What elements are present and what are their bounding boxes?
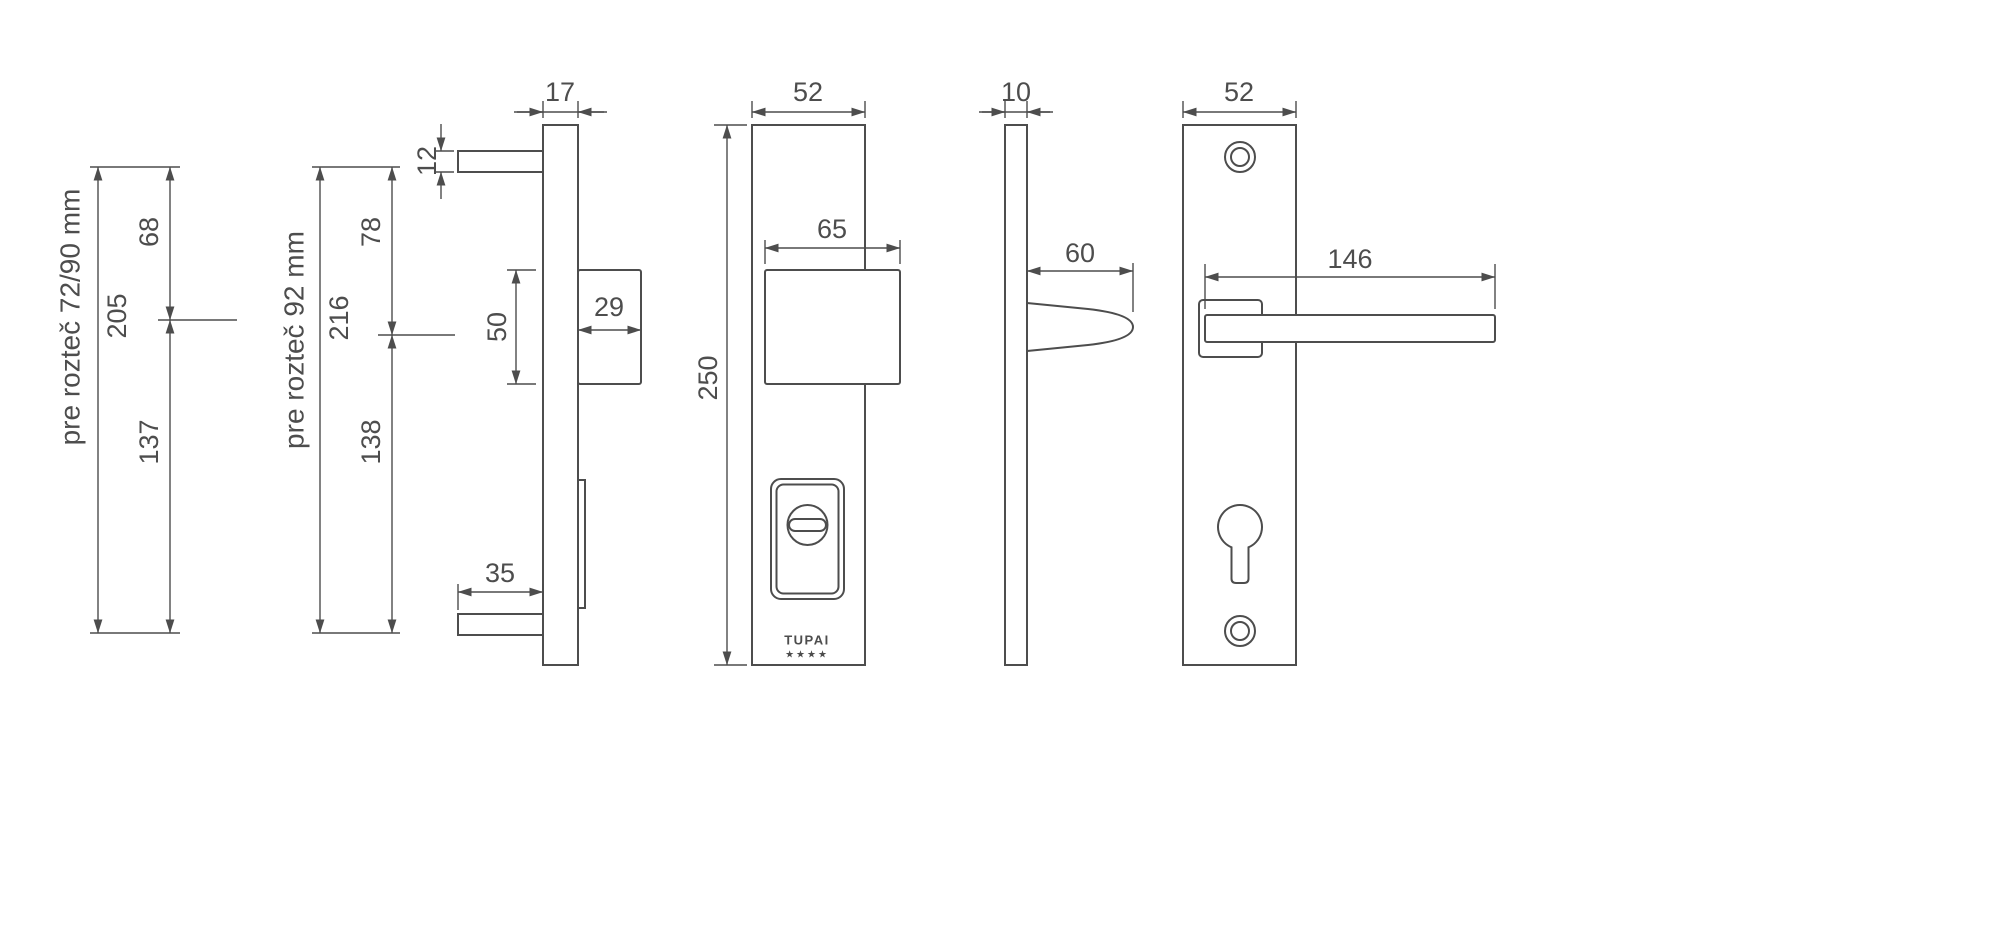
euro-cylinder-keyhole — [1217, 504, 1263, 584]
bottom-screw-hole-outer — [1224, 615, 1256, 647]
spacing-label: pre rozteč 72/90 mm — [55, 189, 86, 446]
defender-circle — [786, 504, 829, 546]
top-screw-hole-inner — [1230, 147, 1250, 167]
bottom-screw-hole-inner — [1230, 621, 1250, 641]
front-view-outside: TUPAI ★★★★ 52 250 65 — [693, 77, 901, 666]
knob-front-outline — [764, 269, 901, 385]
dim-label-plate-width: 52 — [1224, 77, 1254, 107]
dim-label-upper: 68 — [134, 217, 164, 247]
cylinder-cover-outer-outline — [770, 478, 845, 600]
plate-front-outline — [1182, 124, 1297, 666]
cylinder-cover-side-outline — [577, 479, 586, 609]
spacing-dim-group-72-90: pre rozteč 72/90 mm 205 68 137 — [55, 166, 237, 634]
dim-label-lower: 138 — [356, 419, 386, 464]
top-bolt-outline — [457, 150, 544, 173]
front-view-inside: 52 146 — [1182, 77, 1496, 666]
dim-label-bottom-bolt: 35 — [485, 558, 515, 588]
knob-side-outline — [577, 269, 642, 385]
handle-grip-outline — [1204, 314, 1496, 343]
dim-label-total: 216 — [324, 295, 354, 340]
dim-label-plate-width: 52 — [793, 77, 823, 107]
dim-label-upper: 78 — [356, 217, 386, 247]
dim-label-lower: 137 — [134, 419, 164, 464]
side-view-outside: 17 12 50 29 35 — [412, 77, 642, 666]
spacing-dim-group-92: pre rozteč 92 mm 216 78 138 — [279, 166, 455, 634]
brand-logo-text: TUPAI — [784, 633, 830, 648]
plate-side-outline — [542, 124, 579, 666]
dim-label-plate-thickness: 10 — [1001, 77, 1031, 107]
cylinder-cover-inner-outline — [775, 483, 840, 595]
handle-side-profile — [1026, 301, 1135, 353]
dim-label-plate-thickness: 17 — [545, 77, 575, 107]
dim-label-knob-height: 50 — [482, 312, 512, 342]
dim-label-knob-depth: 29 — [594, 292, 624, 322]
brand-stars: ★★★★ — [785, 650, 829, 661]
top-screw-hole-outer — [1224, 141, 1256, 173]
side-view-inside: 10 60 — [979, 77, 1135, 666]
plate-side-outline — [1004, 124, 1028, 666]
bottom-bolt-outline — [457, 613, 544, 636]
dim-label-handle-projection: 60 — [1065, 238, 1095, 268]
dim-label-knob-width: 65 — [817, 214, 847, 244]
dim-label-top-bolt: 12 — [412, 146, 442, 176]
dim-label-plate-height: 250 — [693, 355, 723, 400]
defender-slot — [788, 518, 827, 532]
dim-label-handle-length: 146 — [1327, 244, 1372, 274]
spacing-label: pre rozteč 92 mm — [279, 231, 310, 449]
dim-label-total: 205 — [102, 293, 132, 338]
